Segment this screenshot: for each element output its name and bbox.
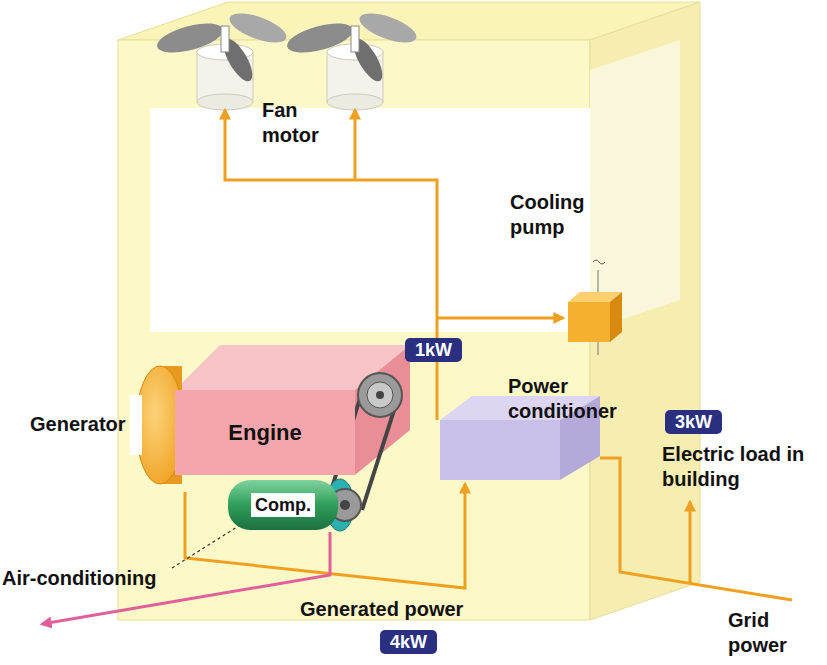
housing bbox=[118, 2, 700, 620]
engine-box: Engine bbox=[175, 390, 355, 475]
text: Power conditioner bbox=[508, 374, 648, 424]
power-badge: 1kW bbox=[405, 338, 462, 362]
cooling-pump bbox=[568, 260, 622, 355]
fan-motor bbox=[284, 7, 420, 110]
compressor: Comp. bbox=[228, 480, 338, 530]
part-label: Air-conditioning bbox=[2, 566, 172, 591]
text: 3kW bbox=[675, 411, 712, 433]
power-badge: 3kW bbox=[665, 410, 722, 434]
part-label: Generator bbox=[30, 412, 140, 437]
text: Engine bbox=[228, 421, 301, 445]
text: Comp. bbox=[251, 493, 315, 517]
power-conditioner: Power conditioner bbox=[440, 420, 560, 480]
part-label: Grid power bbox=[728, 608, 803, 658]
engine-block bbox=[175, 345, 410, 475]
part-label: Generated power bbox=[300, 597, 475, 622]
text: 1kW bbox=[415, 339, 452, 361]
leader-line bbox=[172, 520, 248, 568]
fan-motor bbox=[154, 7, 290, 110]
text: 4kW bbox=[390, 631, 427, 653]
part-label: Fan motor bbox=[262, 98, 342, 148]
part-label: Electric load in building bbox=[662, 442, 807, 492]
part-label: Cooling pump bbox=[510, 190, 620, 240]
power-badge: 4kW bbox=[380, 630, 437, 654]
